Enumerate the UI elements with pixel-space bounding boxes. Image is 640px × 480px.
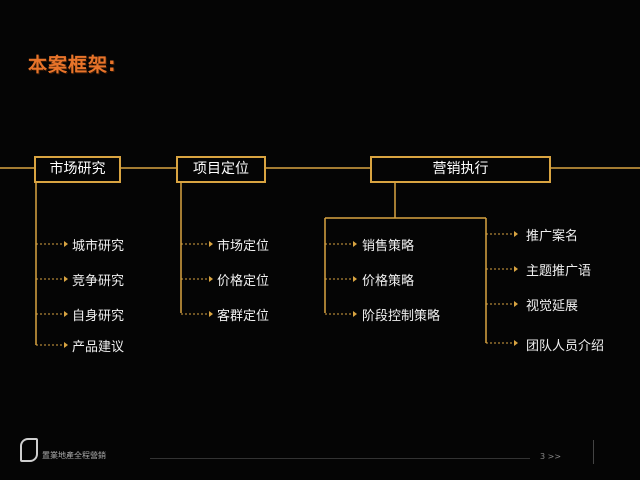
list-item-promo-name: 推广案名 — [526, 229, 579, 244]
page-title: 本案框架: — [28, 54, 117, 76]
marketing-execution-box: 营销执行 — [370, 156, 551, 183]
list-item-team-introduction: 团队人员介绍 — [526, 339, 605, 354]
list-item-price-strategy: 价格策略 — [362, 274, 415, 289]
market-research-box: 市场研究 — [34, 156, 121, 183]
footer-divider — [150, 458, 530, 459]
list-item-self-research: 自身研究 — [72, 309, 125, 324]
list-item-product-suggestion: 产品建议 — [72, 340, 125, 355]
logo-text: 置業地產全程營銷 — [42, 451, 106, 460]
list-item-stage-control-strategy: 阶段控制策略 — [362, 309, 441, 324]
logo-mark-icon — [20, 438, 38, 462]
list-item-theme-slogan: 主题推广语 — [526, 264, 592, 279]
list-item-visual-extension: 视觉延展 — [526, 299, 579, 314]
footer-mark: 3 >> — [540, 452, 562, 461]
list-item-sales-strategy: 销售策略 — [362, 239, 415, 254]
list-item-customer-positioning: 客群定位 — [217, 309, 270, 324]
list-item-city-research: 城市研究 — [72, 239, 125, 254]
list-item-competition-research: 竞争研究 — [72, 274, 125, 289]
company-logo: 置業地產全程營銷 — [20, 438, 140, 464]
project-positioning-box: 项目定位 — [176, 156, 266, 183]
corner-decoration — [593, 440, 630, 464]
list-item-market-positioning: 市场定位 — [217, 239, 270, 254]
list-item-price-positioning: 价格定位 — [217, 274, 270, 289]
